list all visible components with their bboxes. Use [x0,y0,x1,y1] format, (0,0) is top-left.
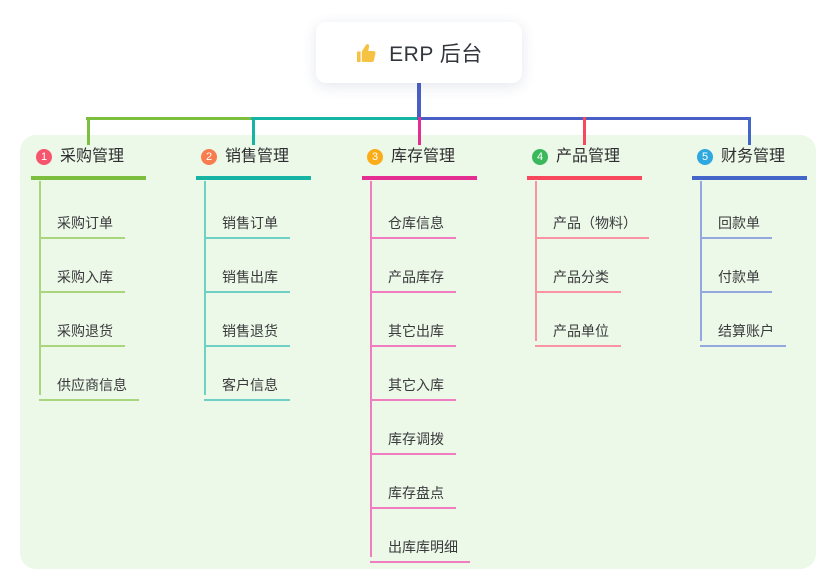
root-label: ERP 后台 [389,42,483,66]
branch-number-badge: 2 [201,149,217,165]
branch-drop-line [252,117,255,145]
child-label: 采购入库 [57,269,113,285]
child-node[interactable]: 回款单 [700,203,772,239]
child-label: 采购退货 [57,323,113,339]
root-stem-line [417,82,421,118]
child-connector-line [204,181,206,395]
branch-drop-line [87,117,90,145]
child-node[interactable]: 产品（物料） [535,203,649,239]
branch-label: 采购管理 [60,148,125,165]
branch-label: 销售管理 [225,148,290,165]
thumbs-up-icon [355,41,379,65]
child-connector-line [370,181,372,557]
child-node[interactable]: 付款单 [700,257,772,293]
branch-label: 财务管理 [721,148,786,165]
child-node[interactable]: 采购入库 [39,257,125,293]
branch-label: 库存管理 [391,148,456,165]
child-label: 销售退货 [222,323,278,339]
child-node[interactable]: 产品单位 [535,311,621,347]
branch-drop-line [418,117,421,145]
child-node[interactable]: 结算账户 [700,311,786,347]
child-node[interactable]: 出库库明细 [370,527,470,563]
child-node[interactable]: 库存盘点 [370,473,456,509]
child-label: 供应商信息 [57,377,127,393]
child-node[interactable]: 供应商信息 [39,365,139,401]
child-label: 产品分类 [553,269,609,285]
bus-segment-left [86,117,253,120]
branch-node-4[interactable]: 4 产品管理 [527,146,642,180]
branch-node-1[interactable]: 1 采购管理 [31,146,146,180]
child-label: 付款单 [718,269,760,285]
branch-node-2[interactable]: 2 销售管理 [196,146,311,180]
child-label: 产品库存 [388,269,444,285]
branch-number-badge: 1 [36,149,52,165]
branch-label: 产品管理 [556,148,621,165]
child-label: 客户信息 [222,377,278,393]
child-node[interactable]: 销售退货 [204,311,290,347]
child-node[interactable]: 销售订单 [204,203,290,239]
child-node[interactable]: 采购退货 [39,311,125,347]
child-label: 回款单 [718,215,760,231]
branches-panel [20,135,816,569]
child-node[interactable]: 仓库信息 [370,203,456,239]
child-label: 库存调拨 [388,431,444,447]
child-label: 仓库信息 [388,215,444,231]
branch-number-badge: 5 [697,149,713,165]
root-node[interactable]: ERP 后台 [316,22,522,83]
child-connector-line [700,181,702,341]
child-label: 其它出库 [388,323,444,339]
child-label: 销售出库 [222,269,278,285]
branch-node-5[interactable]: 5 财务管理 [692,146,807,180]
branch-node-3[interactable]: 3 库存管理 [362,146,477,180]
child-label: 出库库明细 [388,539,458,555]
child-connector-line [535,181,537,341]
child-node[interactable]: 产品库存 [370,257,456,293]
child-label: 产品单位 [553,323,609,339]
branch-drop-line [748,117,751,145]
child-node[interactable]: 其它出库 [370,311,456,347]
child-node[interactable]: 销售出库 [204,257,290,293]
child-node[interactable]: 客户信息 [204,365,290,401]
child-label: 其它入库 [388,377,444,393]
branch-drop-line [583,117,586,145]
child-label: 采购订单 [57,215,113,231]
branch-number-badge: 3 [367,149,383,165]
child-label: 销售订单 [222,215,278,231]
child-node[interactable]: 库存调拨 [370,419,456,455]
bus-segment-middle [251,117,419,120]
child-node[interactable]: 采购订单 [39,203,125,239]
child-label: 结算账户 [718,323,774,339]
branch-number-badge: 4 [532,149,548,165]
child-label: 产品（物料） [553,215,637,231]
child-connector-line [39,181,41,395]
child-node[interactable]: 其它入库 [370,365,456,401]
child-node[interactable]: 产品分类 [535,257,621,293]
child-label: 库存盘点 [388,485,444,501]
